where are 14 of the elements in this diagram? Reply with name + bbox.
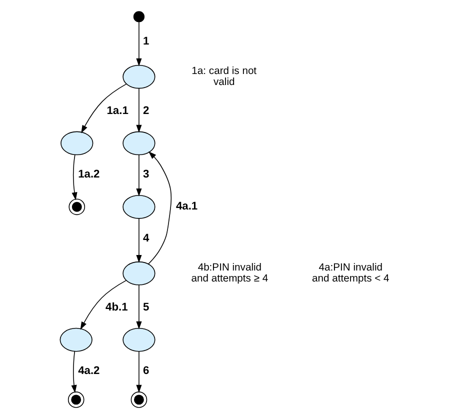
edge-label: 4 — [142, 232, 149, 244]
label: 1a: card is not valid — [191, 66, 256, 88]
edge-label: 2 — [142, 104, 149, 117]
edge-label: 3 — [142, 168, 149, 181]
edge-label: 5 — [142, 302, 149, 314]
edge-label: 1 — [142, 36, 149, 48]
label: 4b:PIN invalid and attempts ≥ 4 — [190, 262, 268, 285]
edge-label: 4a.1 — [175, 200, 198, 212]
edge-label: 4b.1 — [105, 302, 128, 314]
edge-label: 1a.2 — [78, 168, 100, 181]
edge-label: 6 — [142, 365, 149, 378]
label: 4a:PIN invalid and attempts < 4 — [312, 262, 389, 285]
edge-label: 1a.1 — [106, 104, 128, 117]
edge-label: 4a.2 — [78, 365, 100, 378]
